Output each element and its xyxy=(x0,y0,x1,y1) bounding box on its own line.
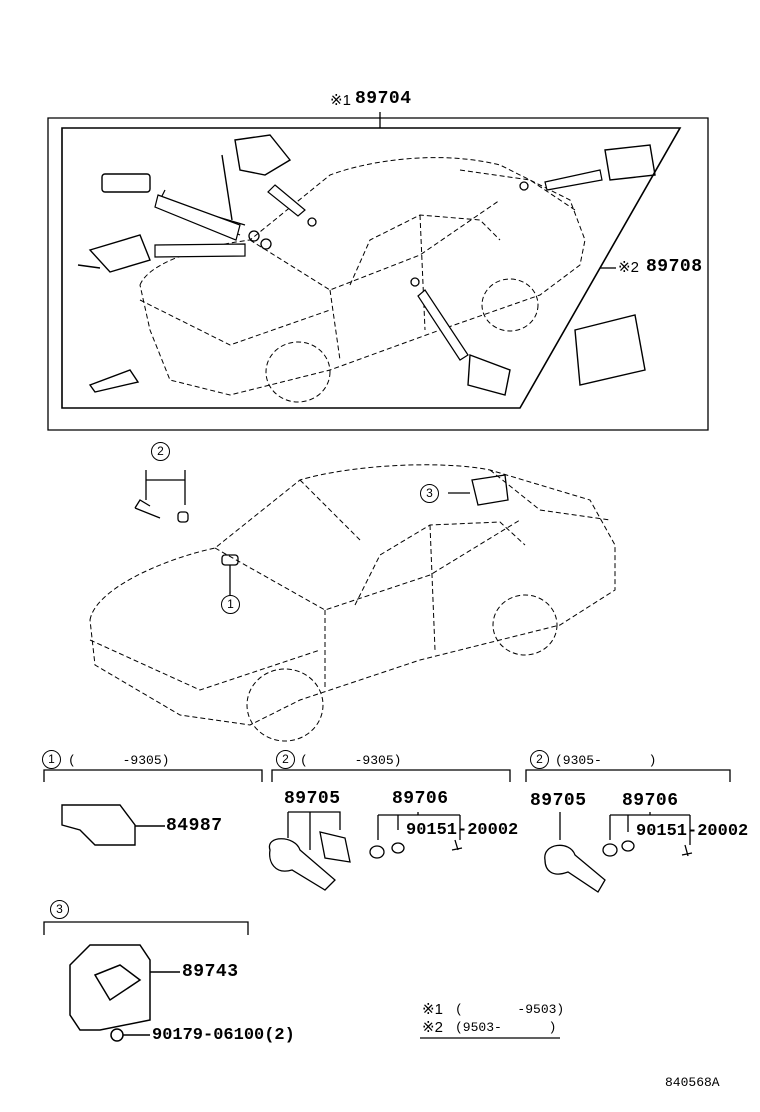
section3-badge: 2 xyxy=(530,750,549,769)
section4-badge: 3 xyxy=(50,900,69,919)
note1-range: ( -9503) xyxy=(455,1002,565,1017)
top-parts-sketches xyxy=(77,134,656,396)
middle-car-outline xyxy=(89,464,616,742)
note2-mark: ※2 xyxy=(422,1019,443,1036)
section2-part-a: 89705 xyxy=(284,789,341,809)
section4-part-b: 90179-06100(2) xyxy=(152,1026,295,1045)
section2-part-b: 89706 xyxy=(392,789,449,809)
section2-range: ( -9305) xyxy=(300,753,402,768)
section3-range: (9305- ) xyxy=(555,753,657,768)
kit2-mark: ※2 xyxy=(618,259,639,276)
kit-outline-box xyxy=(47,117,709,431)
section2-part-c: 90151-20002 xyxy=(406,821,519,840)
section4-part-a: 89743 xyxy=(182,962,239,982)
section2-badge: 2 xyxy=(276,750,295,769)
section1-range: ( -9305) xyxy=(68,753,170,768)
callout-3: 3 xyxy=(420,484,439,503)
section3-part-b: 89706 xyxy=(622,791,679,811)
kit-part-number: 89704 xyxy=(355,89,412,109)
section1-part: 84987 xyxy=(166,816,223,836)
note1-mark: ※1 xyxy=(422,1001,443,1018)
kit2-part-number: 89708 xyxy=(646,257,703,277)
kit-inner-frame xyxy=(61,127,682,409)
section3-part-c: 90151-20002 xyxy=(636,822,749,841)
callout-1: 1 xyxy=(221,595,240,614)
kit-mark: ※1 xyxy=(330,92,351,109)
note2-range: (9503- ) xyxy=(455,1020,557,1035)
top-car-outline xyxy=(139,157,586,403)
callout-2: 2 xyxy=(151,442,170,461)
section1-badge: 1 xyxy=(42,750,61,769)
section3-part-a: 89705 xyxy=(530,791,587,811)
figure-code: 840568A xyxy=(665,1075,720,1090)
